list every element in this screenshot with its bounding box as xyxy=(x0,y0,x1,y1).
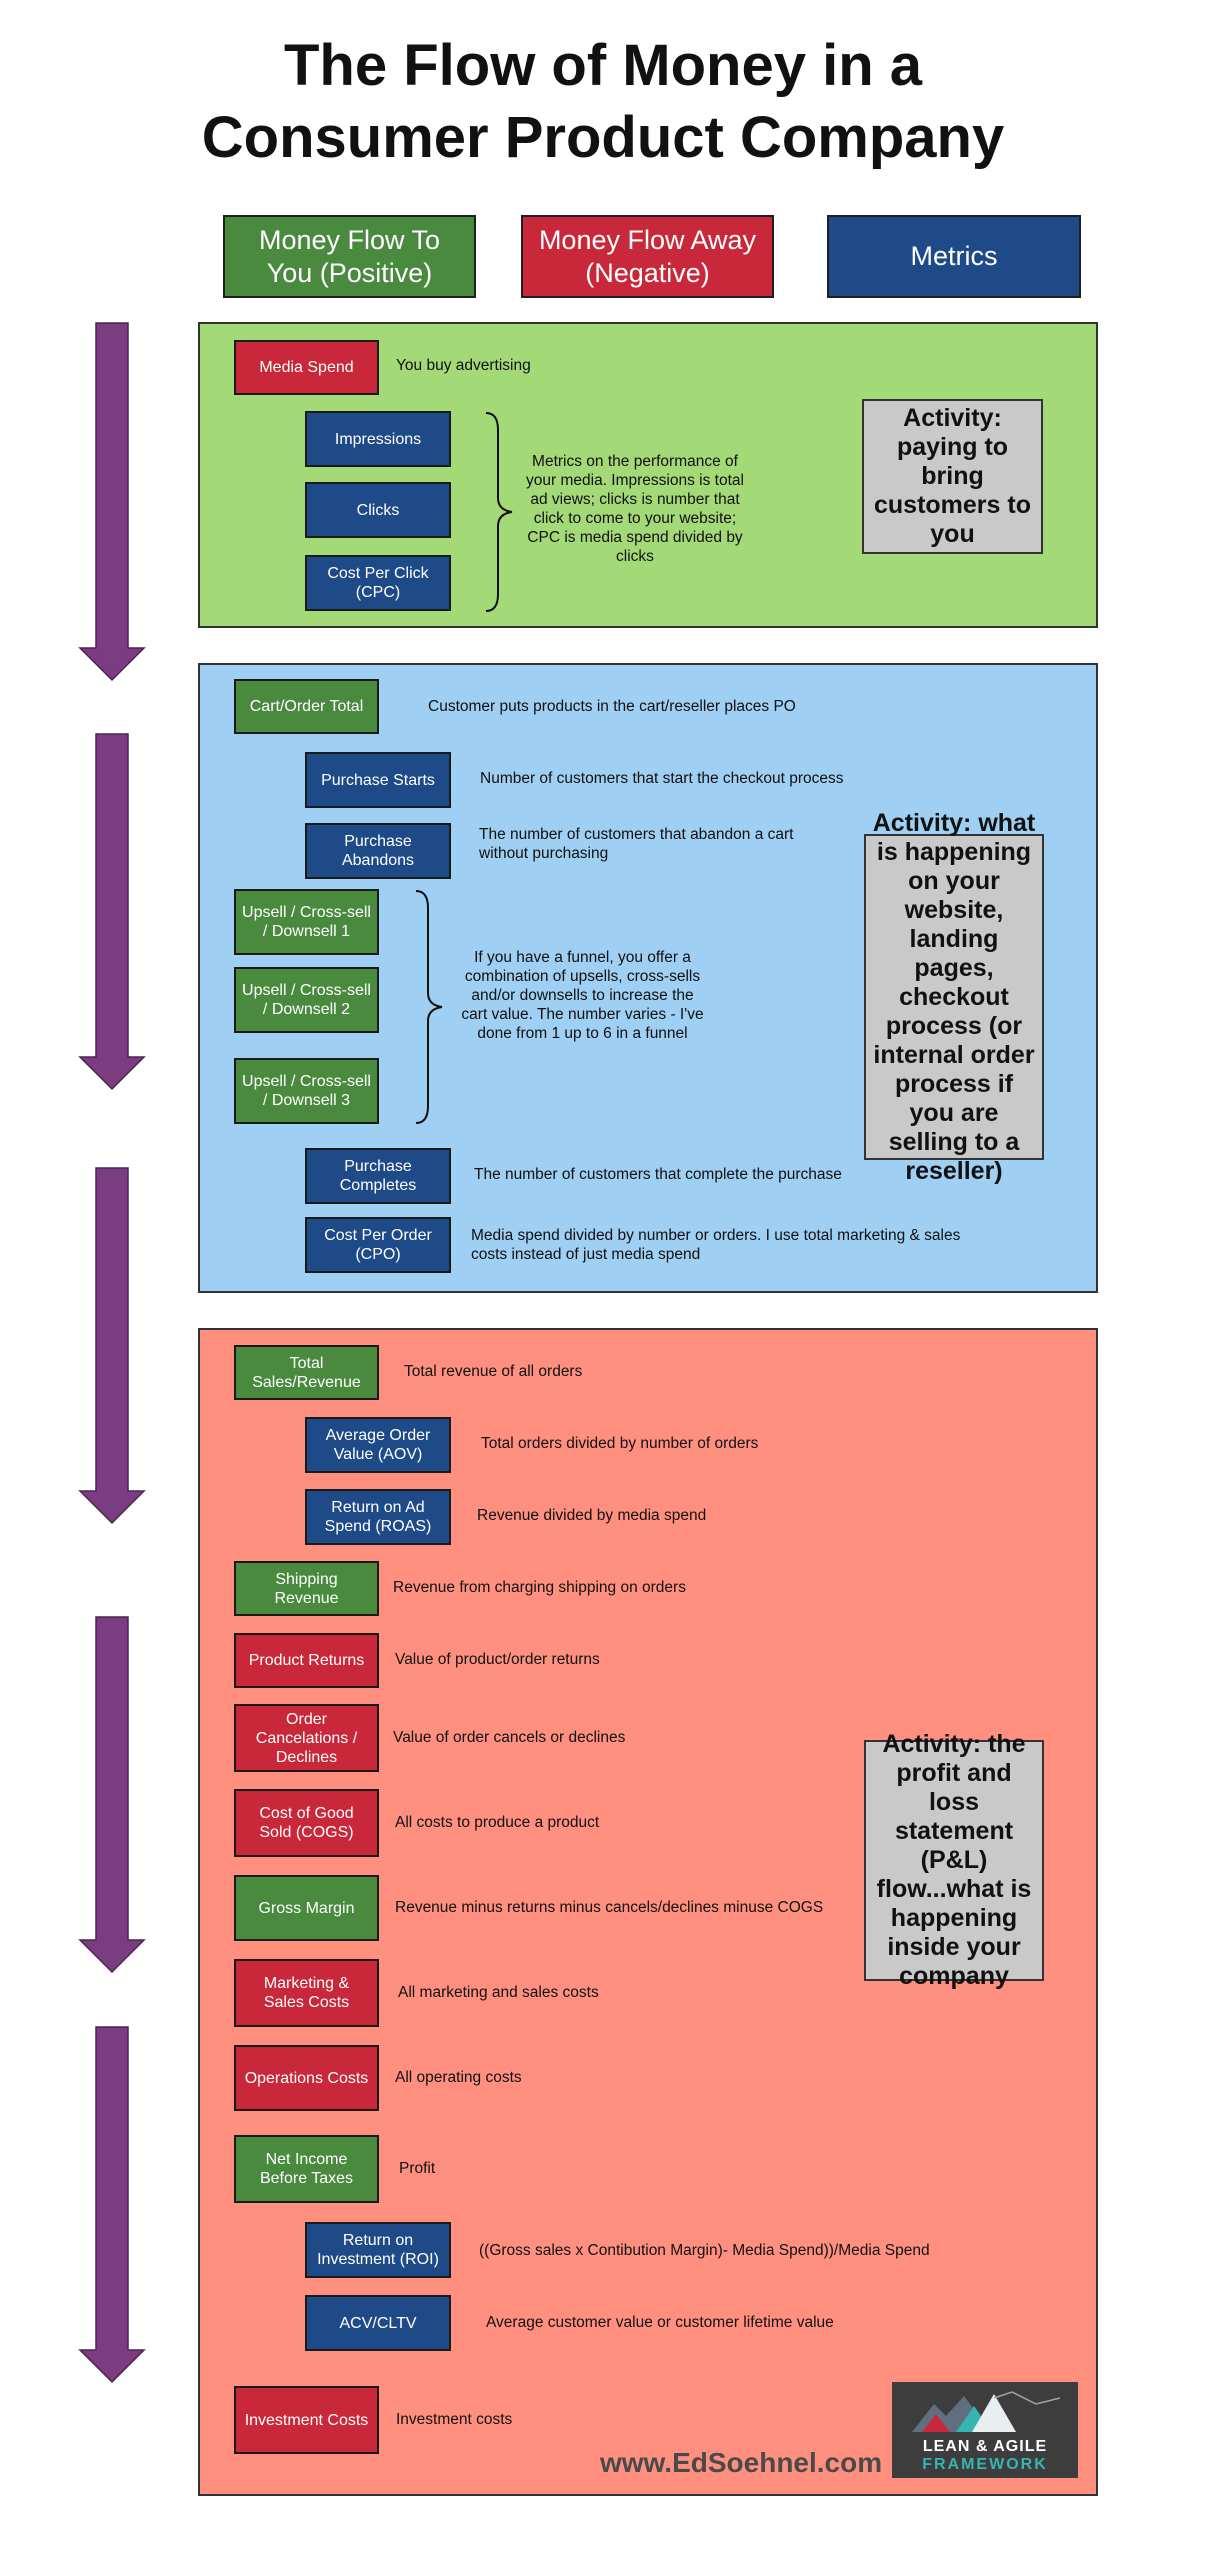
acv-box: ACV/CLTV xyxy=(305,2295,451,2351)
cogs-desc: All costs to produce a product xyxy=(395,1814,600,1831)
flow-arrows xyxy=(78,322,146,2384)
acv-desc: Average customer value or customer lifet… xyxy=(486,2314,834,2331)
metrics-desc: Metrics on the performance of your media… xyxy=(526,453,744,565)
down-arrow-1 xyxy=(78,322,146,682)
purchase-starts-box: Purchase Starts xyxy=(305,752,451,808)
down-arrow-4 xyxy=(78,1616,146,1974)
legend-metrics: Metrics xyxy=(827,215,1081,298)
roi-desc: ((Gross sales x Contibution Margin)- Med… xyxy=(479,2242,930,2259)
mountain-icon xyxy=(912,2391,1061,2432)
down-arrow-2 xyxy=(78,733,146,1091)
upsell-1-box: Upsell / Cross-sell / Downsell 1 xyxy=(234,889,379,955)
operations-costs-desc: All operating costs xyxy=(395,2069,522,2086)
page-title-line-2: Consumer Product Company xyxy=(201,105,1005,170)
upsell-desc: If you have a funnel, you offer a combin… xyxy=(461,949,704,1042)
marketing-sales-costs-desc: All marketing and sales costs xyxy=(398,1984,599,2001)
shipping-revenue-box: Shipping Revenue xyxy=(234,1561,379,1616)
website-url: www.EdSoehnel.com xyxy=(600,2447,883,2478)
marketing-sales-costs-box: Marketing & Sales Costs xyxy=(234,1959,379,2027)
cpc-box: Cost Per Click (CPC) xyxy=(305,555,451,611)
cogs-box: Cost of Good Sold (COGS) xyxy=(234,1789,379,1857)
aov-box: Average Order Value (AOV) xyxy=(305,1417,451,1473)
roas-desc: Revenue divided by media spend xyxy=(477,1507,707,1524)
media-spend-desc: You buy advertising xyxy=(396,357,531,374)
activity-media: Activity: paying to bring customers to y… xyxy=(862,399,1043,554)
order-cancelations-box: Order Cancelations / Declines xyxy=(234,1704,379,1772)
aov-desc: Total orders divided by number of orders xyxy=(481,1435,759,1452)
lean-agile-logo: LEAN & AGILE FRAMEWORK xyxy=(892,2382,1078,2478)
investment-costs-desc: Investment costs xyxy=(396,2411,513,2428)
cpo-box: Cost Per Order (CPO) xyxy=(305,1217,451,1273)
down-arrow-5 xyxy=(78,2026,146,2384)
purchase-abandons-desc: The number of customers that abandon a c… xyxy=(479,826,794,862)
purchase-completes-desc: The number of customers that complete th… xyxy=(474,1166,842,1183)
cpo-desc: Media spend divided by number or orders.… xyxy=(471,1227,961,1263)
upsell-3-box: Upsell / Cross-sell / Downsell 3 xyxy=(234,1058,379,1124)
logo-text-line-1: LEAN & AGILE xyxy=(922,2438,1048,2455)
gross-margin-desc: Revenue minus returns minus cancels/decl… xyxy=(395,1899,824,1916)
order-cancelations-desc: Value of order cancels or declines xyxy=(393,1729,626,1746)
shipping-revenue-desc: Revenue from charging shipping on orders xyxy=(393,1579,686,1596)
purchase-completes-box: Purchase Completes xyxy=(305,1148,451,1204)
investment-costs-box: Investment Costs xyxy=(234,2386,379,2454)
cart-total-desc: Customer puts products in the cart/resel… xyxy=(428,698,796,715)
roas-box: Return on Ad Spend (ROAS) xyxy=(305,1489,451,1545)
roi-box: Return on Investment (ROI) xyxy=(305,2222,451,2278)
product-returns-desc: Value of product/order returns xyxy=(395,1651,600,1668)
activity-pl: Activity: the profit and loss statement … xyxy=(864,1730,1044,1990)
total-sales-desc: Total revenue of all orders xyxy=(404,1363,583,1380)
impressions-box: Impressions xyxy=(305,411,451,467)
media-spend-box: Media Spend xyxy=(234,340,379,395)
net-income-box: Net Income Before Taxes xyxy=(234,2135,379,2203)
product-returns-box: Product Returns xyxy=(234,1633,379,1688)
net-income-desc: Profit xyxy=(399,2160,436,2177)
logo-text-line-2: FRAMEWORK xyxy=(922,2456,1048,2473)
upsell-2-box: Upsell / Cross-sell / Downsell 2 xyxy=(234,967,379,1033)
purchase-starts-desc: Number of customers that start the check… xyxy=(480,770,844,787)
clicks-box: Clicks xyxy=(305,482,451,538)
total-sales-box: Total Sales/Revenue xyxy=(234,1345,379,1400)
metrics-brace-1 xyxy=(485,412,513,612)
upsell-brace xyxy=(415,890,443,1124)
legend-positive: Money Flow To You (Positive) xyxy=(223,215,476,298)
activity-cart: Activity: what is happening on your webs… xyxy=(864,809,1044,1185)
gross-margin-box: Gross Margin xyxy=(234,1875,379,1941)
operations-costs-box: Operations Costs xyxy=(234,2045,379,2111)
cart-total-box: Cart/Order Total xyxy=(234,679,379,734)
down-arrow-3 xyxy=(78,1167,146,1525)
page-title-line-1: The Flow of Money in a xyxy=(284,33,922,98)
legend-negative: Money Flow Away (Negative) xyxy=(521,215,774,298)
purchase-abandons-box: Purchase Abandons xyxy=(305,823,451,879)
